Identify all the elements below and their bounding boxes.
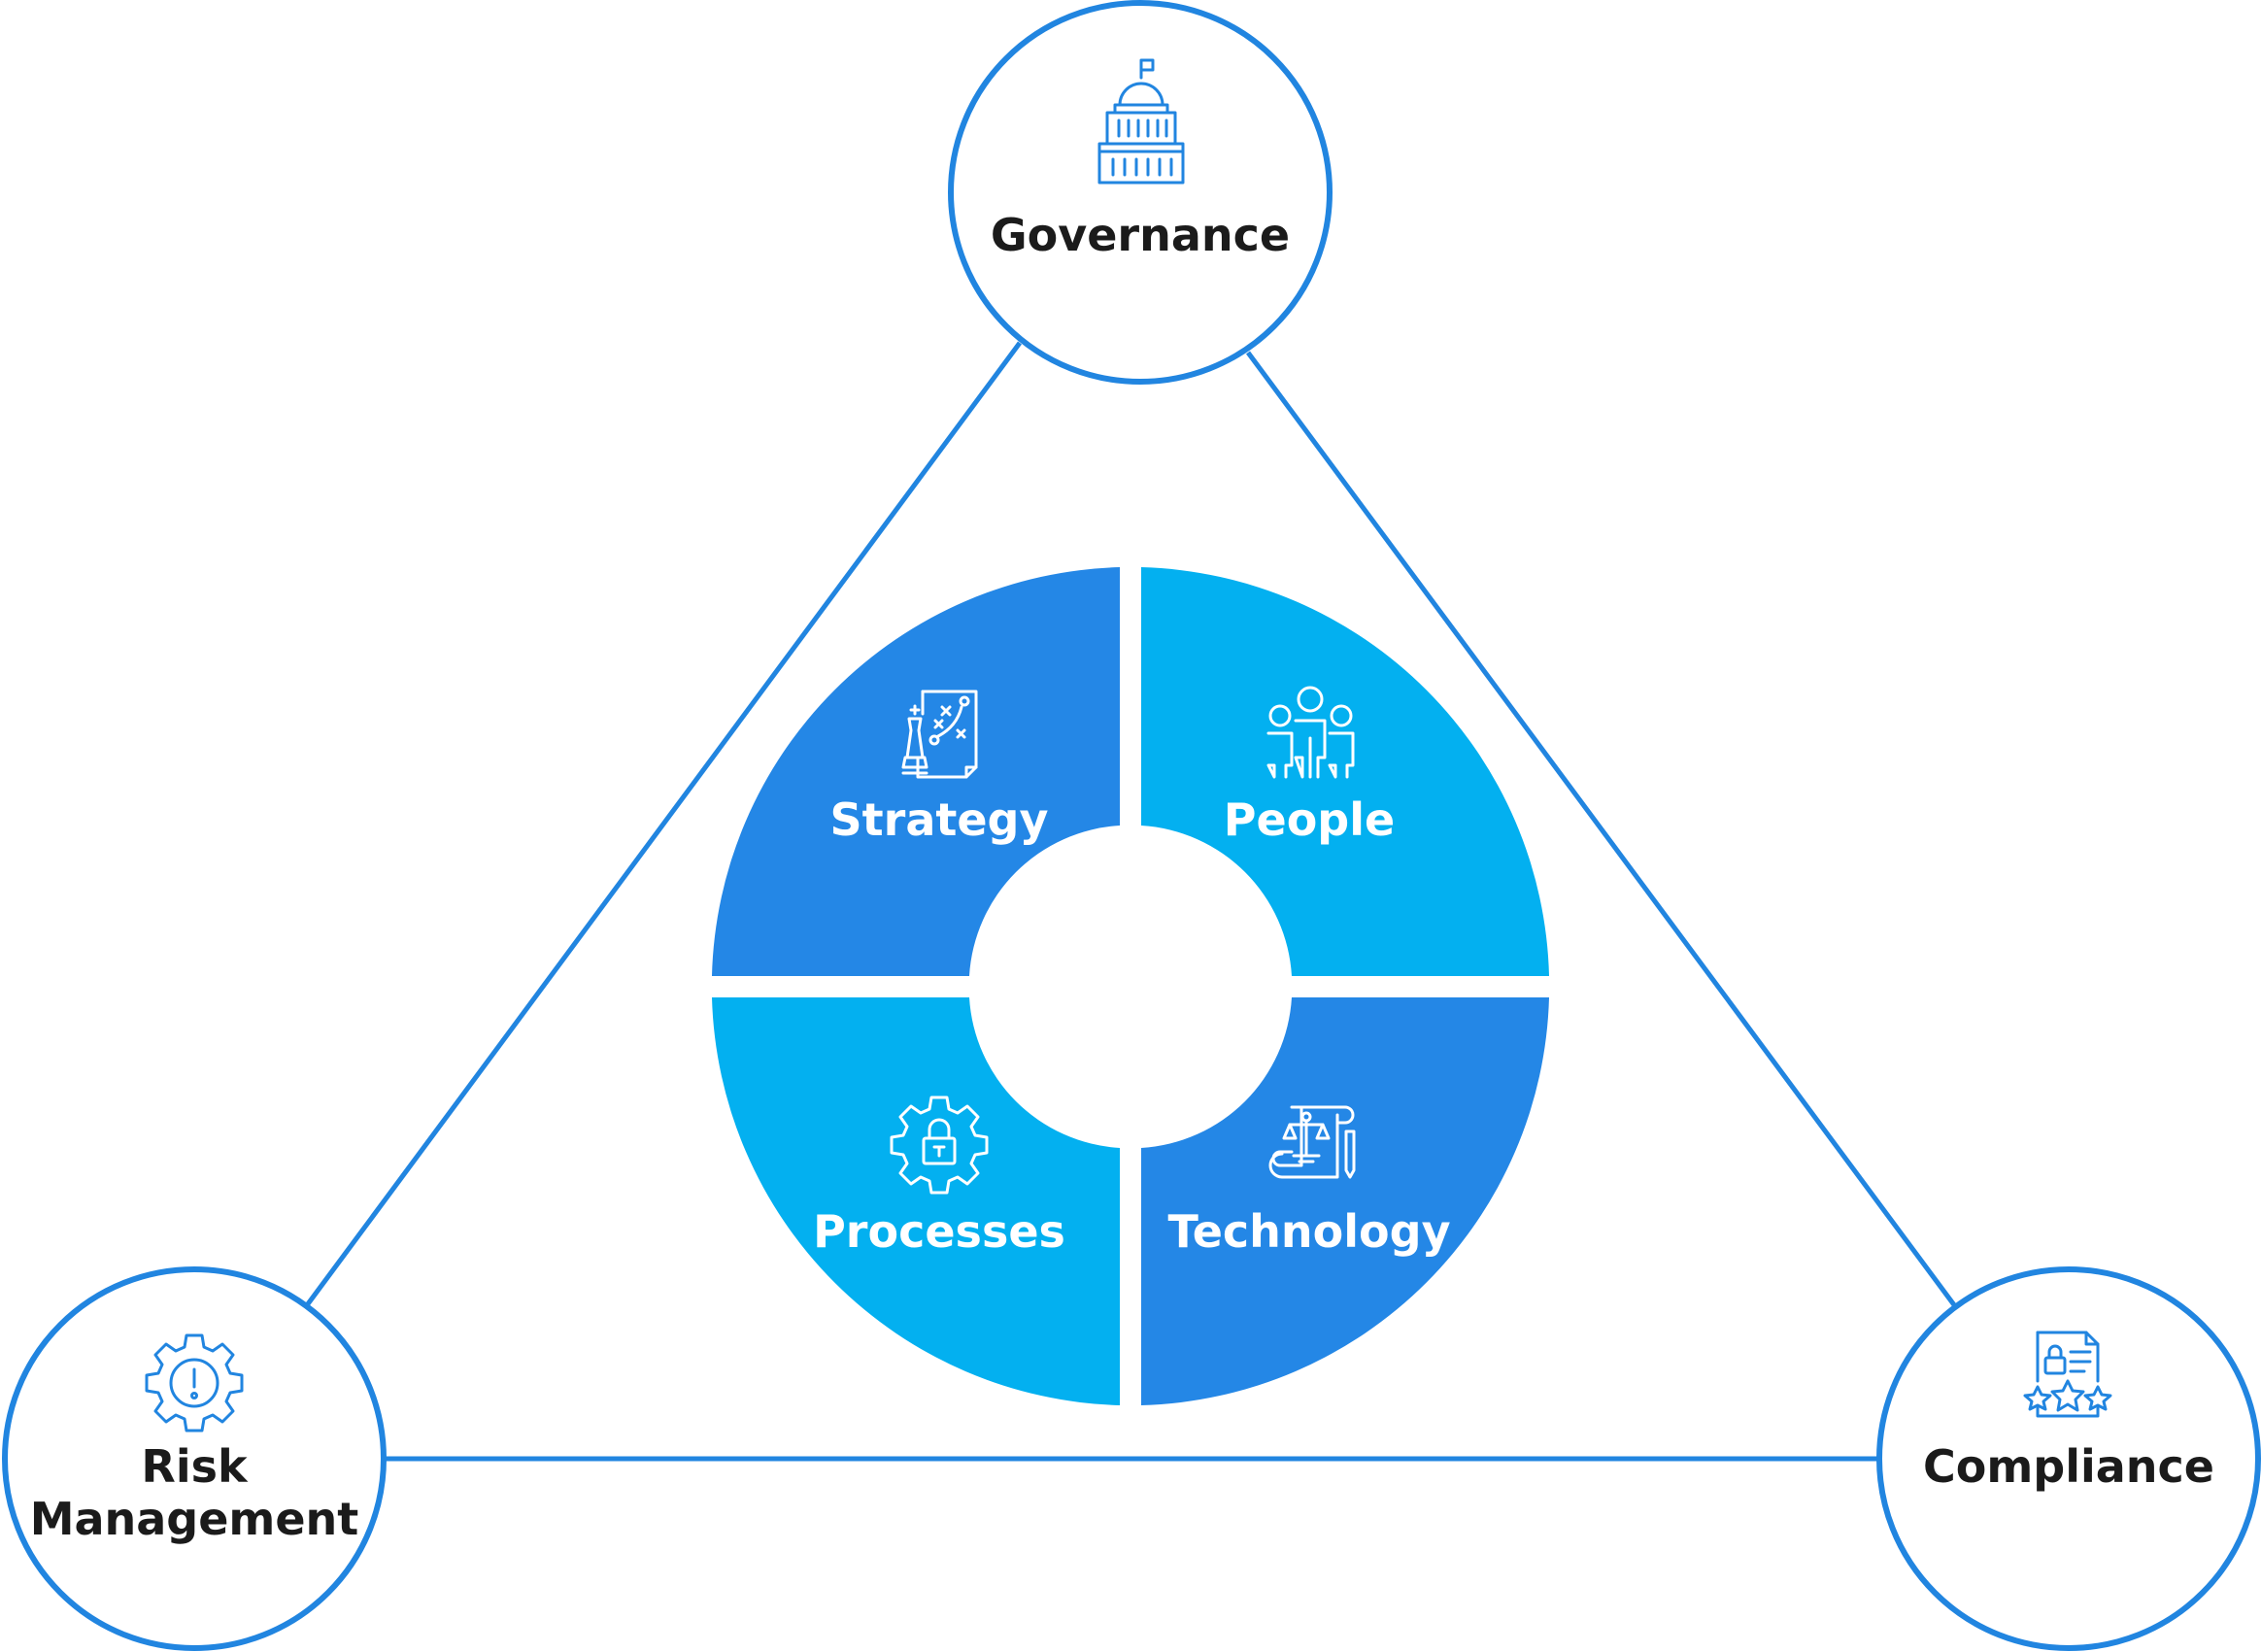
strategy-board-chess-icon: [901, 690, 978, 779]
quadrant-processes: [712, 997, 1120, 1405]
quadrant-label-people: People: [1224, 793, 1395, 846]
node-label-risk-line1: Risk: [141, 1440, 249, 1493]
node-risk-circle: [2, 1266, 387, 1651]
quadrant-label-processes: Processes: [813, 1205, 1065, 1258]
node-label-risk-line2: Management: [30, 1493, 359, 1545]
quadrant-label-technology: Technology: [1167, 1205, 1450, 1258]
quadrant-technology: [1141, 997, 1549, 1405]
center-donut: [712, 567, 1549, 1405]
node-governance-circle: [948, 0, 1333, 385]
node-governance: Governance: [948, 0, 1333, 385]
node-compliance-circle: [1876, 1266, 2261, 1651]
capitol-building-icon: [1097, 58, 1185, 185]
gear-lock-icon: [890, 1096, 989, 1195]
quadrant-people: [1141, 567, 1549, 976]
triangle-connectors: [304, 341, 1958, 1462]
certificate-stars-icon: [2023, 1331, 2112, 1418]
gear-alert-icon: [145, 1333, 244, 1433]
node-risk-management: Risk Management: [2, 1266, 387, 1651]
scales-scroll-icon: [1268, 1105, 1356, 1179]
people-group-icon: [1266, 686, 1355, 779]
line-governance-compliance: [1245, 351, 1958, 1308]
node-label-governance: Governance: [991, 209, 1290, 261]
line-governance-risk: [304, 341, 1023, 1307]
node-label-compliance: Compliance: [1923, 1440, 2214, 1493]
node-compliance: Compliance: [1876, 1266, 2261, 1651]
quadrant-label-strategy: Strategy: [830, 793, 1049, 846]
